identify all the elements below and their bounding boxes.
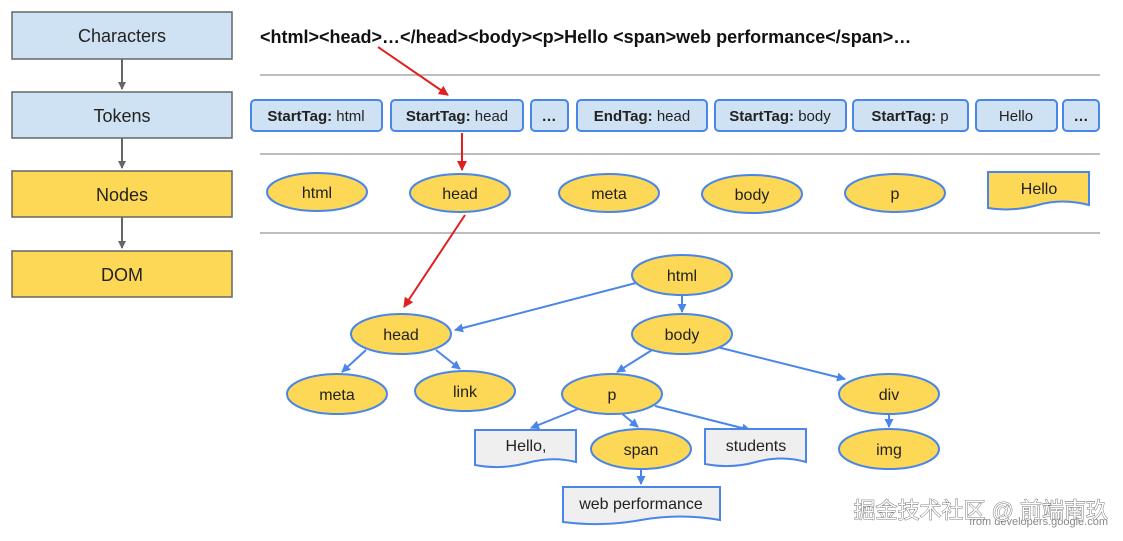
dom-text-hello [474, 429, 577, 469]
token-kind: StartTag: [406, 108, 471, 125]
token-kind: StartTag: [871, 108, 936, 125]
node-label: html [302, 185, 332, 202]
dom-label: head [383, 327, 419, 344]
token-starttag-body [714, 99, 847, 132]
stage-label-tokens: Tokens [93, 106, 150, 126]
dom-label: body [665, 327, 700, 344]
token-text: StartTag: p [871, 108, 948, 125]
token-text: StartTag: body [729, 108, 831, 125]
token-text: EndTag: head [594, 108, 690, 125]
stage-label-nodes: Nodes [96, 185, 148, 205]
characters-line: <html><head>…</head><body><p>Hello <span… [260, 27, 911, 47]
watermark: 掘金技术社区 @ 前端南玖 [853, 498, 1108, 523]
stage-box-characters [11, 11, 233, 60]
dom-node-img [838, 428, 940, 470]
stage-label-dom: DOM [101, 265, 143, 285]
token-starttag-head [390, 99, 524, 132]
node-label: p [891, 186, 900, 203]
dom-edges [341, 282, 894, 485]
red-arrow-node-to-dom [403, 214, 466, 308]
token-text-hello [975, 99, 1058, 132]
stage-box-tokens [11, 91, 233, 139]
token-ellipsis [530, 99, 569, 132]
dom-label: div [879, 387, 899, 404]
node-meta [558, 173, 660, 213]
tokens-row: StartTag: html StartTag: head … EndTag: … [250, 99, 1100, 132]
dom-node-p [561, 373, 663, 415]
dom-label: link [453, 384, 478, 401]
token-value: … [542, 108, 557, 125]
node-label: Hello [1021, 181, 1058, 198]
token-endtag-head [576, 99, 708, 132]
token-kind: StartTag: [729, 108, 794, 125]
token-value: p [940, 108, 948, 125]
token-starttag-html [250, 99, 383, 132]
node-head [409, 173, 511, 213]
dom-tree: html body head meta link p div img span … [286, 254, 940, 526]
dom-node-link [414, 370, 516, 412]
node-html [266, 172, 368, 212]
dom-label: Hello, [506, 438, 547, 455]
dom-label: html [667, 268, 697, 285]
edge-p-hello [530, 408, 579, 430]
edge-head-link [435, 349, 461, 370]
dom-node-head [350, 313, 452, 355]
dom-label: students [726, 438, 786, 455]
node-label: meta [591, 186, 627, 203]
token-value: Hello [999, 108, 1033, 125]
dom-label: web performance [578, 496, 703, 513]
token-ellipsis [1062, 99, 1100, 132]
token-value: body [798, 108, 831, 125]
dom-node-body [631, 313, 733, 355]
token-value: head [657, 108, 690, 125]
dom-text-web-performance [562, 486, 721, 526]
node-text-hello [987, 171, 1090, 211]
stage-box-nodes [11, 170, 233, 218]
dom-label: p [608, 387, 617, 404]
node-p [844, 173, 946, 213]
stage-column: Characters Tokens Nodes DOM [11, 11, 233, 298]
dom-text-students [704, 428, 807, 468]
node-label: body [735, 187, 770, 204]
node-label: head [442, 186, 478, 203]
dom-node-div [838, 373, 940, 415]
red-arrow-chars-to-token [377, 46, 449, 96]
token-text: StartTag: head [406, 108, 508, 125]
token-value: … [1074, 108, 1089, 125]
dom-label: meta [319, 387, 355, 404]
token-kind: EndTag: [594, 108, 653, 125]
token-value: html [336, 108, 364, 125]
edge-p-students [654, 405, 751, 433]
stage-label-characters: Characters [78, 26, 166, 46]
dom-label: span [624, 442, 659, 459]
edge-body-p [616, 349, 653, 373]
stage-box-dom [11, 250, 233, 298]
edge-body-div [716, 346, 846, 382]
token-starttag-p [852, 99, 969, 132]
dom-node-span [590, 428, 692, 470]
nodes-row: html head meta body p Hello [266, 171, 1090, 214]
token-text: StartTag: html [267, 108, 364, 125]
token-kind: StartTag: [267, 108, 332, 125]
node-body [701, 174, 803, 214]
dom-node-meta [286, 373, 388, 415]
edge-head-meta [341, 349, 367, 373]
edge-html-head [454, 282, 637, 333]
source-note: from developers.google.com [969, 516, 1108, 528]
dom-node-html [631, 254, 733, 296]
token-value: head [475, 108, 508, 125]
dom-label: img [876, 442, 902, 459]
